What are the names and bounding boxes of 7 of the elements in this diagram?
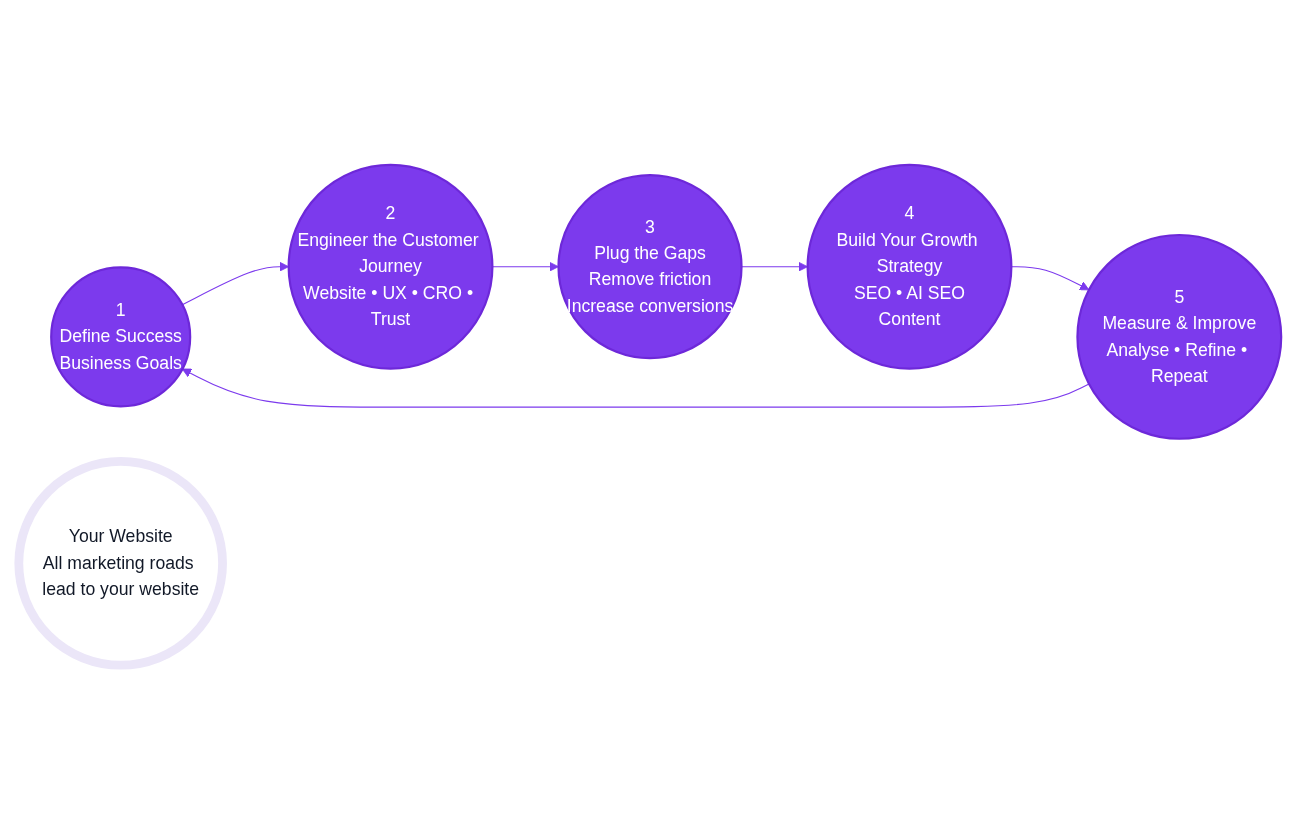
node-circle: 5 Measure & Improve Analyse • Refine • Repeat xyxy=(1076,233,1283,440)
node-circle: 3 Plug the Gaps Remove friction Increase conversions xyxy=(557,174,743,360)
node-circle: Your Website All marketing roads lead to your website xyxy=(14,457,227,670)
node-circle: 2 Engineer the Customer Journey Website • UX • CRO • Trust xyxy=(287,163,494,370)
node-circle: 1 Define Success Business Goals xyxy=(50,266,192,408)
arrow xyxy=(181,368,1090,408)
node-circle: 4 Build Your Growth Strategy SEO • AI SEO Content xyxy=(806,163,1013,370)
